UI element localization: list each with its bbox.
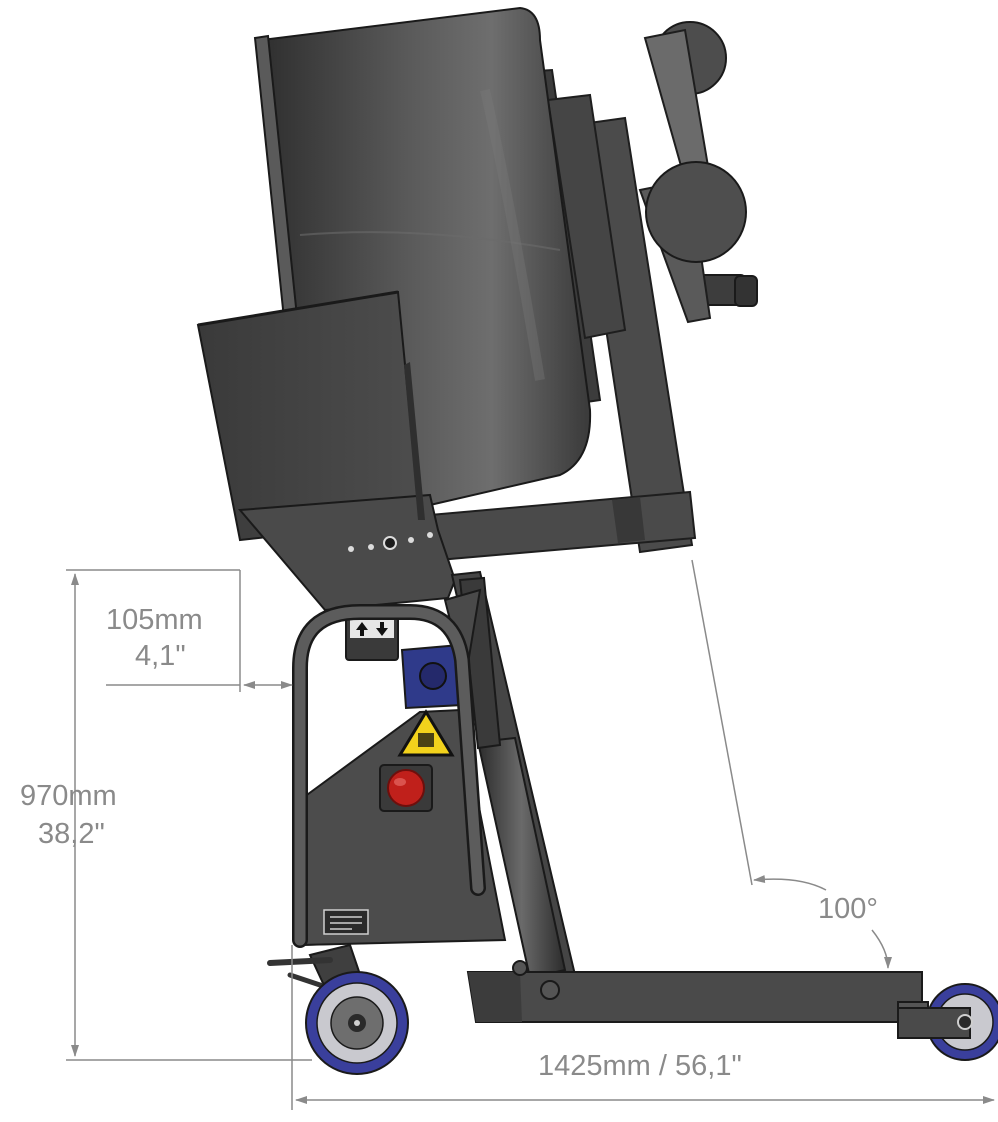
front-caster-wheel bbox=[267, 943, 409, 1075]
indicator-lights bbox=[348, 532, 433, 552]
base-cabinet bbox=[299, 588, 507, 947]
lift-column bbox=[450, 570, 577, 982]
length-label: 1425mm / 56,1" bbox=[538, 1050, 742, 1082]
rear-wheel bbox=[897, 983, 998, 1061]
base-rail bbox=[466, 960, 929, 1037]
crank-handle bbox=[638, 21, 758, 324]
dimension-lines bbox=[66, 559, 995, 1110]
tilt-angle-label: 100° bbox=[818, 893, 878, 925]
height-imperial-label: 38,2" bbox=[38, 818, 105, 850]
overhang-metric-label: 105mm bbox=[106, 604, 203, 636]
rating-plate bbox=[323, 909, 369, 935]
height-metric-label: 970mm bbox=[20, 780, 117, 812]
push-handle bbox=[292, 604, 486, 948]
crush-hazard-warning-icon bbox=[397, 709, 455, 757]
overhang-imperial-label: 4,1" bbox=[135, 640, 186, 672]
discharge-hopper bbox=[196, 290, 457, 612]
emergency-stop-button bbox=[379, 764, 433, 812]
up-down-arrows-icon bbox=[345, 611, 399, 661]
